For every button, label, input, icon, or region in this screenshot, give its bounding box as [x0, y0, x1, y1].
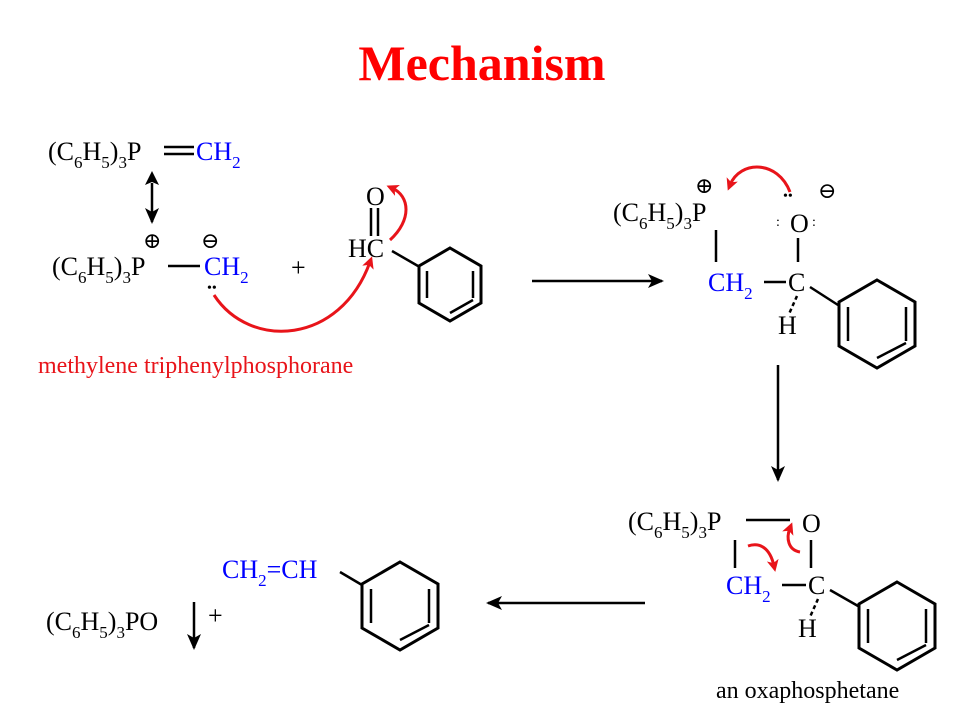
- svg-text:(C6H5)3PO: (C6H5)3PO: [46, 607, 158, 642]
- svg-text:CH2: CH2: [204, 252, 249, 287]
- lone-pair-icon: ••: [207, 281, 217, 296]
- ring-closure-arrow: [726, 165, 792, 193]
- positive-charge-icon: ⊕: [695, 173, 713, 198]
- nucleophilic-attack-arrow: [212, 256, 374, 333]
- svg-text:(C6H5)3P: (C6H5)3P: [628, 507, 721, 542]
- ylide-name-label: methylene triphenylphosphorane: [38, 353, 353, 379]
- styrene-product: CH2=CH: [222, 555, 440, 652]
- lone-pair-icon: :: [776, 215, 780, 230]
- svg-text:CH2: CH2: [196, 137, 241, 172]
- svg-text:O: O: [802, 509, 821, 538]
- bond-formation-arrow: [747, 543, 779, 572]
- ylide-ylide-form: (C6H5)3P ⊕ ⊖ CH2 ••: [52, 228, 249, 296]
- benzaldehyde: O HC: [348, 182, 483, 323]
- negative-charge-icon: ⊖: [818, 178, 836, 203]
- ylide-ylene-form: (C6H5)3P CH2: [48, 137, 241, 172]
- svg-text:C: C: [808, 571, 825, 600]
- svg-text:C: C: [788, 268, 805, 297]
- svg-text:CH2: CH2: [708, 268, 753, 303]
- svg-text:HC: HC: [348, 234, 384, 263]
- page-title: Mechanism: [358, 35, 605, 91]
- lone-pair-icon: :: [812, 215, 816, 230]
- positive-charge-icon: ⊕: [143, 228, 161, 253]
- carbonyl-pi-arrow: [386, 184, 408, 242]
- oxaphosphetane-label: an oxaphosphetane: [716, 678, 899, 704]
- triphenylphosphine-oxide-product: (C6H5)3PO: [46, 602, 201, 650]
- bond-cleavage-arrow: [782, 522, 801, 554]
- reaction-plus: +: [291, 253, 306, 282]
- svg-text:O: O: [366, 182, 385, 211]
- svg-text:(C6H5)3P: (C6H5)3P: [613, 198, 706, 233]
- product-plus: +: [208, 601, 223, 630]
- oxaphosphetane-intermediate: (C6H5)3P O CH2 C H: [628, 507, 937, 672]
- svg-text:CH2=CH: CH2=CH: [222, 555, 318, 590]
- svg-text:H: H: [778, 311, 797, 340]
- svg-text:O: O: [790, 209, 809, 238]
- svg-text:(C6H5)3P: (C6H5)3P: [48, 137, 141, 172]
- negative-charge-icon: ⊖: [201, 228, 219, 253]
- svg-text:CH2: CH2: [726, 571, 771, 606]
- betaine-intermediate: ⊕ (C6H5)3P ⊖ •• O : : CH2 C H: [613, 173, 917, 370]
- svg-text:(C6H5)3P: (C6H5)3P: [52, 252, 145, 287]
- lone-pair-icon: ••: [783, 189, 793, 204]
- svg-text:H: H: [798, 614, 817, 643]
